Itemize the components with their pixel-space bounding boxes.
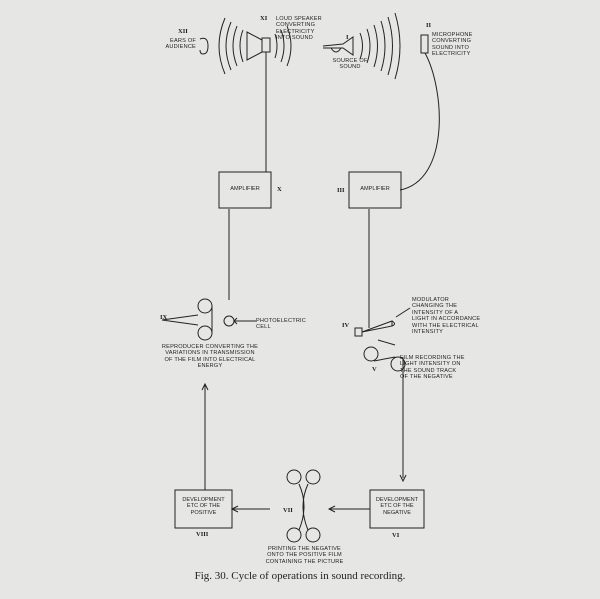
reproducer-shape [161, 298, 256, 341]
numeral-4: IV [342, 322, 350, 329]
photocell-label: Photoelectric cell [256, 318, 307, 331]
numeral-2: II [426, 22, 432, 29]
dev-negative-label: Development etc of the negative [375, 497, 419, 516]
speaker-label: Loud speaker converting electricity into… [276, 16, 322, 42]
ears-label: Ears of audience [165, 38, 196, 51]
numeral-12: XII [178, 28, 188, 35]
numeral-8: VIII [196, 531, 209, 538]
source-label: Source of sound [332, 58, 368, 71]
amplifier-left-label: Amplifier [230, 186, 260, 192]
numeral-1: I [346, 34, 349, 41]
numeral-6: VI [392, 532, 400, 539]
trumpet-shape [322, 12, 401, 80]
numeral-3: III [337, 187, 345, 194]
numeral-9: IX [160, 314, 168, 321]
dev-positive-label: Development etc of the positive [182, 497, 225, 516]
amplifier-right-label: Amplifier [360, 186, 390, 192]
loud-speaker-shape [218, 17, 292, 75]
amplifier-right-box [348, 171, 402, 209]
microphone-shape [420, 34, 429, 54]
numeral-10: X [277, 186, 282, 193]
printer-shape [286, 469, 321, 543]
printing-label: Printing the negative onto the positive … [265, 546, 344, 565]
numeral-7: VII [283, 507, 293, 514]
microphone-label: Microphone converting sound into electri… [432, 32, 473, 58]
reproducer-label: Reproducer converting the variations in … [161, 344, 259, 370]
numeral-5: V [372, 366, 377, 373]
film-recording-label: Film recording the light intensity on th… [400, 355, 465, 381]
numeral-11: XI [260, 15, 268, 22]
film-recording-shape [363, 339, 407, 483]
modulator-label: Modulator changing the intensity of a li… [412, 297, 481, 336]
modulator-shape [354, 307, 411, 337]
figure-caption: Fig. 30. Cycle of operations in sound re… [194, 570, 406, 582]
ear-shape [199, 37, 209, 55]
amplifier-left-box [218, 171, 272, 209]
